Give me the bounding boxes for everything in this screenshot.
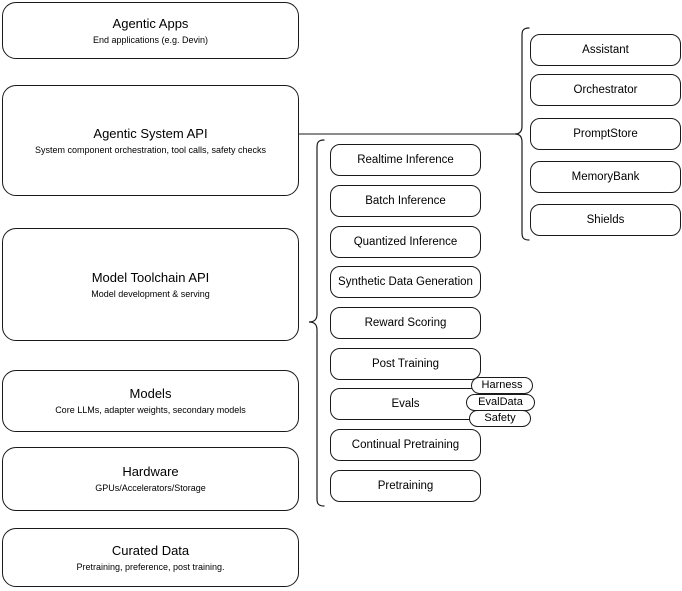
evals-tag-harness[interactable]: Harness [471,377,533,394]
layer-subtitle: End applications (e.g. Devin) [92,34,209,45]
chip-label: Realtime Inference [357,154,454,166]
layer-subtitle: Model development & serving [91,288,210,299]
toolchain-item-batch-inference[interactable]: Batch Inference [330,185,481,217]
stack-layer-hardware[interactable]: Hardware GPUs/Accelerators/Storage [2,447,299,511]
stack-layer-agentic-apps[interactable]: Agentic Apps End applications (e.g. Devi… [2,2,299,59]
toolchain-item-pretraining[interactable]: Pretraining [330,470,481,502]
layer-subtitle: Pretraining, preference, post training. [76,561,225,572]
layer-title: Model Toolchain API [91,269,210,285]
stack-layer-agentic-system-api[interactable]: Agentic System API System component orch… [2,85,299,196]
evals-tag-evaldata[interactable]: EvalData [466,394,535,411]
chip-label: Batch Inference [365,195,446,207]
system-item-memorybank[interactable]: MemoryBank [530,161,681,193]
layer-title: Agentic System API [93,125,208,141]
toolchain-item-continual-pretraining[interactable]: Continual Pretraining [330,429,481,461]
toolchain-components-brace [306,136,326,514]
chip-label: Pretraining [377,480,434,492]
toolchain-item-quantized-inference[interactable]: Quantized Inference [330,226,481,258]
toolchain-item-reward-scoring[interactable]: Reward Scoring [330,307,481,339]
system-item-assistant[interactable]: Assistant [530,34,681,66]
pill-label: Safety [484,412,516,424]
stack-layer-model-toolchain-api[interactable]: Model Toolchain API Model development & … [2,228,299,341]
chip-label: Post Training [371,358,440,370]
toolchain-item-synthetic-data-generation[interactable]: Synthetic Data Generation [330,266,481,298]
layer-title: Models [129,386,172,401]
evals-tag-safety[interactable]: Safety [469,410,531,427]
chip-label: Shields [586,214,625,226]
pill-label: Harness [481,379,523,391]
chip-label: Synthetic Data Generation [338,276,473,288]
system-item-orchestrator[interactable]: Orchestrator [530,74,681,106]
system-item-promptstore[interactable]: PromptStore [530,118,681,150]
system-api-connector-line [299,126,517,144]
layer-subtitle: Core LLMs, adapter weights, secondary mo… [55,405,246,415]
system-components-brace [512,24,532,248]
toolchain-item-realtime-inference[interactable]: Realtime Inference [330,144,481,176]
chip-label: Continual Pretraining [351,439,460,451]
toolchain-item-post-training[interactable]: Post Training [330,348,481,380]
toolchain-item-evals[interactable]: Evals [330,388,481,420]
layer-subtitle: System component orchestration, tool cal… [34,144,267,155]
layer-title: Hardware [122,464,179,479]
chip-label: Assistant [582,44,629,56]
layer-title: Curated Data [111,542,190,558]
system-item-shields[interactable]: Shields [530,204,681,236]
chip-label: PromptStore [573,128,638,140]
chip-label: Reward Scoring [364,317,447,329]
layer-subtitle: GPUs/Accelerators/Storage [95,483,206,493]
layer-title: Agentic Apps [112,15,189,31]
chip-label: MemoryBank [571,171,640,183]
stack-layer-models[interactable]: Models Core LLMs, adapter weights, secon… [2,370,299,432]
chip-label: Evals [391,398,420,410]
chip-label: Orchestrator [573,84,638,96]
chip-label: Quantized Inference [353,236,458,248]
stack-layer-curated-data[interactable]: Curated Data Pretraining, preference, po… [2,528,299,587]
pill-label: EvalData [478,396,523,408]
